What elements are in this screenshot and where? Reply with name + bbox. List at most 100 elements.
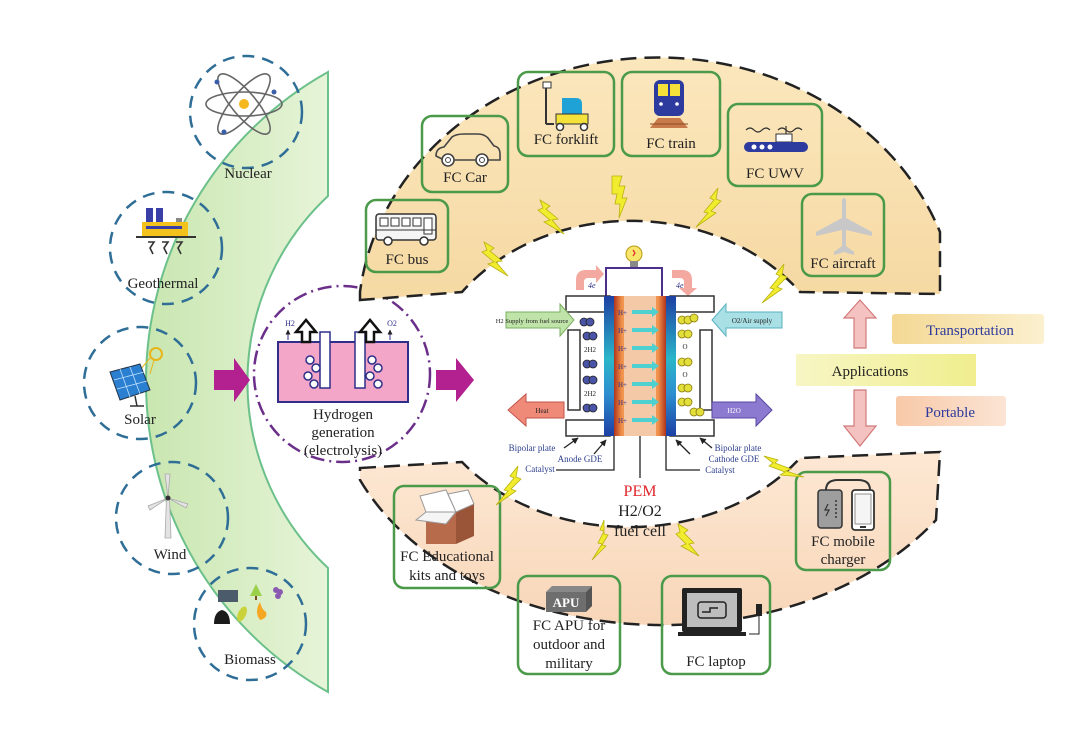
bus-icon bbox=[375, 213, 437, 246]
h2-label: H2 bbox=[285, 319, 295, 328]
electrolysis-label-line1: Hydrogen bbox=[313, 407, 373, 423]
app-label-fc-car: FC Car bbox=[443, 170, 487, 186]
source-label-nuclear: Nuclear bbox=[224, 166, 271, 182]
part-label-cathode-gde: Cathode GDE bbox=[709, 454, 760, 464]
source-label-geothermal: Geothermal bbox=[128, 276, 199, 292]
source-nuclear: Nuclear bbox=[188, 54, 304, 182]
app-label-fc-uwv: FC UWV bbox=[746, 166, 804, 182]
source-biomass: Biomass bbox=[192, 566, 308, 682]
light-bulb-icon bbox=[625, 245, 643, 267]
app-label-educational-line2: kits and toys bbox=[409, 568, 485, 584]
proton-label: H+ bbox=[618, 309, 627, 317]
app-label-fc-aircraft: FC aircraft bbox=[810, 256, 876, 272]
proton-label: H+ bbox=[618, 327, 627, 335]
electrolysis-cell-icon bbox=[277, 318, 409, 403]
proton-arrow-icon bbox=[632, 397, 659, 407]
electron-arrow-left-icon bbox=[576, 265, 604, 290]
mobile-charger-icon bbox=[817, 479, 875, 531]
o2-label: O2 bbox=[387, 319, 397, 328]
proton-arrow-icon bbox=[632, 307, 659, 317]
app-label-fc-train: FC train bbox=[646, 136, 696, 152]
source-label-wind: Wind bbox=[154, 547, 187, 563]
proton-arrow-icon bbox=[632, 415, 659, 425]
app-label-apu-line2: outdoor and bbox=[533, 637, 606, 653]
app-label-educational-line1: FC Educational bbox=[400, 549, 494, 565]
app-card-fc-car: FC Car bbox=[420, 114, 510, 194]
box-icon bbox=[414, 489, 475, 544]
anode-molecule-label-2: 2H2 bbox=[584, 390, 597, 398]
source-solar: Solar bbox=[82, 325, 198, 441]
portable-panel: FC Educational kits and toys APU FC APU … bbox=[358, 450, 942, 676]
pem-label: PEM bbox=[624, 483, 657, 500]
arrow-electrolysis-to-fuelcell bbox=[436, 358, 474, 402]
app-label-fc-forklift: FC forklift bbox=[534, 132, 599, 148]
atom-icon bbox=[205, 73, 283, 135]
proton-flow: H+H+H+H+H+H+H+ bbox=[618, 307, 659, 425]
lightning-bolt-icon bbox=[695, 187, 722, 228]
electron-label-left: 4e bbox=[588, 281, 596, 290]
hydrogen-molecules: 2H2 2H2 bbox=[579, 317, 598, 413]
wind-turbine-icon bbox=[147, 473, 189, 539]
oxygen-atoms: O O bbox=[677, 313, 705, 417]
geothermal-plant-icon bbox=[136, 208, 196, 255]
laptop-icon bbox=[678, 588, 762, 636]
proton-label: H+ bbox=[618, 399, 627, 407]
pem-fuel-cell: 4e 4e H+H+H+H+H+H+H+ 2H2 2H2 bbox=[496, 245, 783, 540]
electrolysis-label-line3: (electrolysis) bbox=[304, 443, 382, 459]
proton-label: H+ bbox=[618, 381, 627, 389]
app-card-fc-laptop: FC laptop bbox=[660, 574, 772, 676]
cathode-atom-label-1: O bbox=[682, 343, 687, 351]
train-icon bbox=[650, 80, 688, 128]
electron-arrow-right-icon bbox=[672, 270, 697, 296]
proton-label: H+ bbox=[618, 345, 627, 353]
proton-label: H+ bbox=[618, 363, 627, 371]
proton-arrow-icon bbox=[632, 325, 659, 335]
electron-label-right: 4e bbox=[676, 281, 684, 290]
source-geothermal: Geothermal bbox=[108, 190, 224, 306]
app-card-fc-mobile-charger: FC mobile charger bbox=[794, 470, 892, 572]
water-output-arrow: H2O bbox=[711, 392, 773, 428]
lightning-bolt-icon bbox=[761, 263, 788, 304]
part-label-bipolar-left: Bipolar plate bbox=[509, 443, 556, 453]
hydrogen-generation: H2 O2 Hydrogen generation (electrolysis) bbox=[252, 284, 432, 464]
h2-out-arrow-icon bbox=[293, 318, 319, 344]
lightning-bolt-icon bbox=[537, 199, 565, 235]
app-label-mobile-line2: charger bbox=[821, 552, 866, 568]
app-card-fc-aircraft: FC aircraft bbox=[800, 192, 886, 278]
apu-icon: APU bbox=[546, 586, 592, 612]
apu-icon-text: APU bbox=[553, 595, 580, 610]
app-label-apu-line3: military bbox=[545, 656, 593, 672]
transportation-tag-label: Transportation bbox=[926, 323, 1014, 339]
heat-output-arrow: Heat bbox=[507, 392, 565, 428]
app-label-apu-line1: FC APU for bbox=[533, 618, 606, 634]
portable-tag-label: Portable bbox=[925, 405, 975, 421]
lightning-bolt-icon bbox=[591, 519, 609, 561]
anode-molecule-label-1: 2H2 bbox=[584, 346, 597, 354]
fuel-cell-name-line2: fuel cell bbox=[614, 523, 667, 540]
electrolysis-label-line2: generation bbox=[311, 425, 375, 441]
solar-panel-icon bbox=[109, 347, 163, 407]
forklift-icon bbox=[542, 81, 589, 132]
lightning-bolt-icon bbox=[495, 465, 522, 506]
source-wind: Wind bbox=[114, 460, 230, 576]
part-label-anode-gde: Anode GDE bbox=[558, 454, 603, 464]
car-icon bbox=[435, 133, 501, 167]
transportation-tag bbox=[892, 314, 1044, 344]
biomass-icon bbox=[214, 584, 283, 624]
lightning-bolt-icon bbox=[481, 241, 509, 277]
app-card-fc-educational-kits: FC Educational kits and toys bbox=[392, 484, 502, 590]
power-bolts bbox=[481, 175, 805, 561]
o2-supply-label: O2/Air supply bbox=[732, 317, 773, 325]
h2-supply-label: H2 Supply from fuel source bbox=[496, 318, 569, 325]
airplane-icon bbox=[816, 198, 872, 255]
lightning-bolt-icon bbox=[611, 175, 628, 219]
double-arrow bbox=[842, 299, 878, 447]
app-card-fc-train: FC train bbox=[620, 70, 722, 158]
part-label-catalyst-right: Catalyst bbox=[705, 465, 735, 475]
heat-label: Heat bbox=[535, 407, 548, 415]
part-label-catalyst-left: Catalyst bbox=[525, 464, 555, 474]
app-label-fc-bus: FC bus bbox=[386, 252, 429, 268]
cathode-gde bbox=[666, 296, 676, 436]
source-label-biomass: Biomass bbox=[224, 652, 276, 668]
